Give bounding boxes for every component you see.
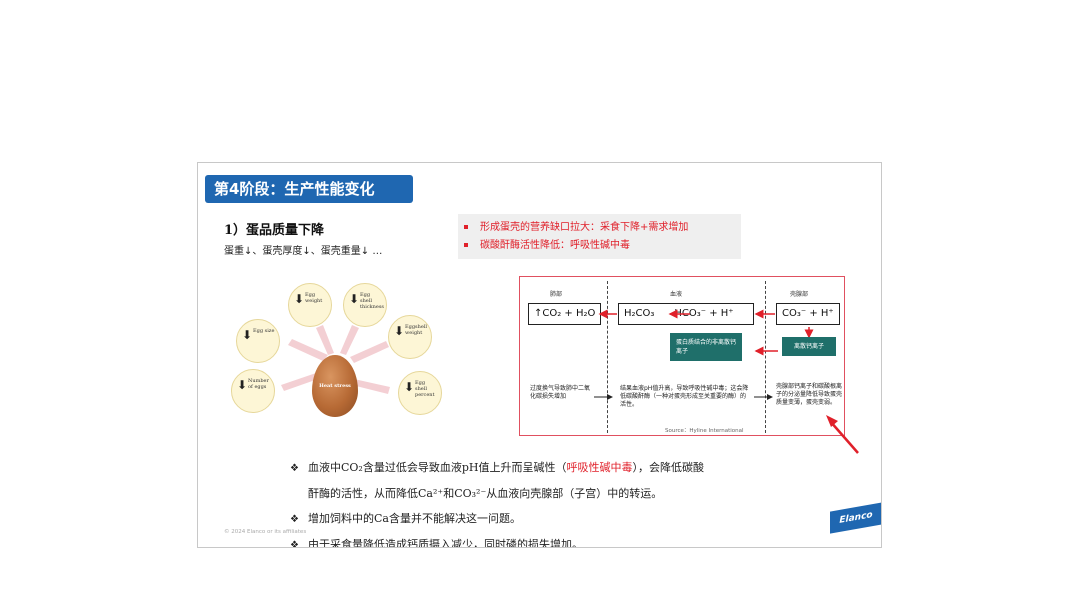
egg-factor-bubble: ⬇Egg shell percent: [398, 371, 442, 415]
source-note: Source：Hyline International: [665, 428, 744, 434]
egg-factor-bubble: ⬇Eggshell weight: [388, 315, 432, 359]
bullet-item: ❖由于采食量降低造成钙质摄入减少，同时磷的损失增加。: [290, 532, 850, 548]
bullet-list: ❖血液中CO₂含量过低会导致血液pH值上升而呈碱性（呼吸性碱中毒），会降低碳酸 …: [290, 455, 850, 548]
teal-box-shell: 离散钙离子: [782, 337, 836, 356]
note-item: 形成蛋壳的营养缺口拉大：采食下降+需求增加: [464, 219, 741, 237]
egg-factor-bubble: ⬇Number of eggs: [231, 369, 275, 413]
chem-box-shell: CO₃⁻ + H⁺: [776, 303, 840, 325]
square-bullet-icon: [464, 225, 468, 229]
diamond-bullet-icon: ❖: [290, 463, 299, 474]
section-subtitle: 1）蛋品质量下降: [224, 223, 325, 238]
slide: 第4阶段：生产性能变化 1）蛋品质量下降 蛋重↓、蛋壳厚度↓、蛋壳重量↓ … 形…: [197, 162, 882, 548]
square-bullet-icon: [464, 243, 468, 247]
diamond-bullet-icon: ❖: [290, 540, 299, 548]
bullet-item: ❖增加饲料中的Ca含量并不能解决这一问题。: [290, 506, 850, 532]
copyright: © 2024 Elanco or its affiliates: [224, 529, 307, 535]
egg-heat-stress-diagram: ⬇Egg size ⬇Egg weight ⬇Egg shell thickne…: [228, 283, 453, 423]
chem-box-lung: ↑CO₂ + H₂O: [528, 303, 602, 325]
diamond-bullet-icon: ❖: [290, 514, 299, 525]
note-item: 碳酸酐酶活性降低：呼吸性碱中毒: [464, 237, 741, 255]
flow-arrows: [594, 309, 814, 400]
egg-factor-bubble: ⬇Egg weight: [288, 283, 332, 327]
note-box: 形成蛋壳的营养缺口拉大：采食下降+需求增加 碳酸酐酶活性降低：呼吸性碱中毒: [458, 214, 741, 259]
flow-text-blood: 结果血液pH值升高，导致呼吸性碱中毒；这会降低碳酸酐酶（一种对蛋壳形成至关重要的…: [620, 385, 749, 408]
section-subtitle-detail: 蛋重↓、蛋壳厚度↓、蛋壳重量↓ …: [224, 246, 383, 257]
egg-factor-bubble: ⬇Egg size: [236, 319, 280, 363]
egg-icon: [312, 355, 358, 417]
flow-text-shell: 壳腺部钙离子和碳酸根离子的分泌量降低导致蛋壳质量变薄，蛋壳变弱。: [776, 383, 843, 406]
egg-factor-bubble: ⬇Egg shell thickness: [343, 283, 387, 327]
egg-center-label: Heat stress: [319, 383, 351, 389]
flow-header-blood: 血液: [670, 291, 683, 298]
flow-header-shell-gland: 壳腺部: [790, 291, 809, 298]
egg-arrows: [281, 325, 390, 394]
bullet-item-continuation: 酐酶的活性，从而降低Ca²⁺和CO₃²⁻从血液向壳腺部（子宫）中的转运。: [308, 487, 663, 500]
flow-text-lung: 过度换气导致肺中二氧化碳损失增加: [530, 385, 591, 400]
flow-header-lung: 肺部: [550, 291, 563, 298]
divider: [765, 281, 766, 433]
slide-title: 第4阶段：生产性能变化: [205, 175, 413, 203]
bullet-item: ❖血液中CO₂含量过低会导致血液pH值上升而呈碱性（呼吸性碱中毒），会降低碳酸: [290, 455, 850, 481]
teal-box-blood: 蛋白质结合的非离散钙离子: [670, 333, 742, 361]
divider: [607, 281, 608, 433]
